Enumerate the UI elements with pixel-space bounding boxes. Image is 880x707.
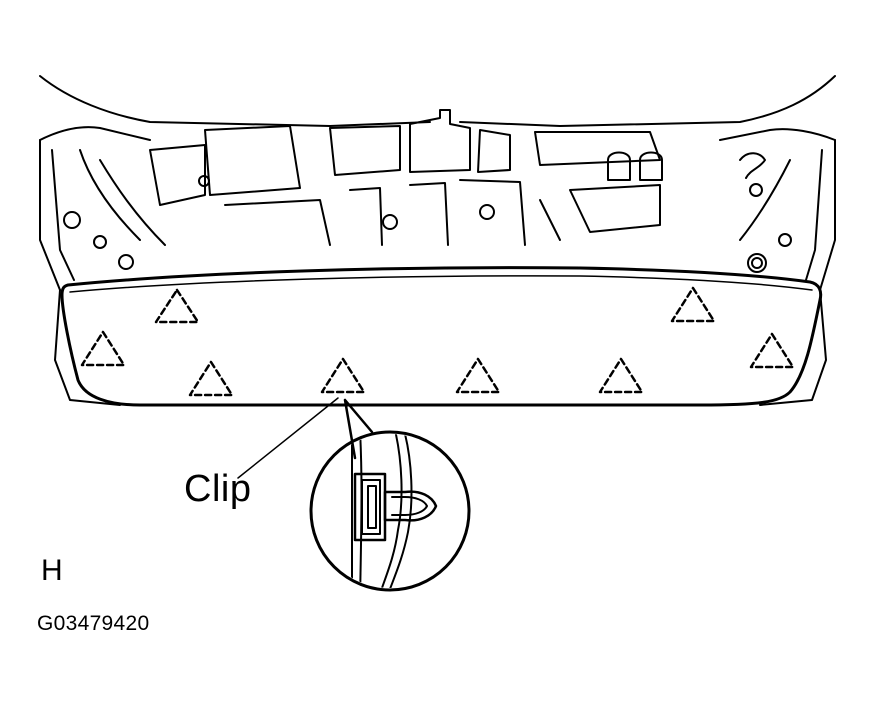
clip-marker — [188, 360, 234, 397]
view-letter: H — [41, 554, 63, 587]
clip-marker — [80, 330, 126, 367]
figure-code: G03479420 — [37, 612, 150, 635]
clip-markers — [80, 286, 795, 397]
detail-pointer — [343, 398, 374, 460]
clip-marker — [320, 357, 366, 394]
clip-detail-view — [309, 430, 471, 592]
clip-marker — [455, 357, 501, 394]
cover-panel — [60, 266, 823, 407]
clip-marker — [670, 286, 716, 323]
clip-marker — [749, 332, 795, 369]
clip-marker — [598, 357, 644, 394]
clip-label: Clip — [184, 468, 252, 510]
vehicle-body-structure — [39, 75, 836, 406]
clip-marker — [154, 288, 200, 324]
clip-leader-line — [237, 397, 339, 479]
